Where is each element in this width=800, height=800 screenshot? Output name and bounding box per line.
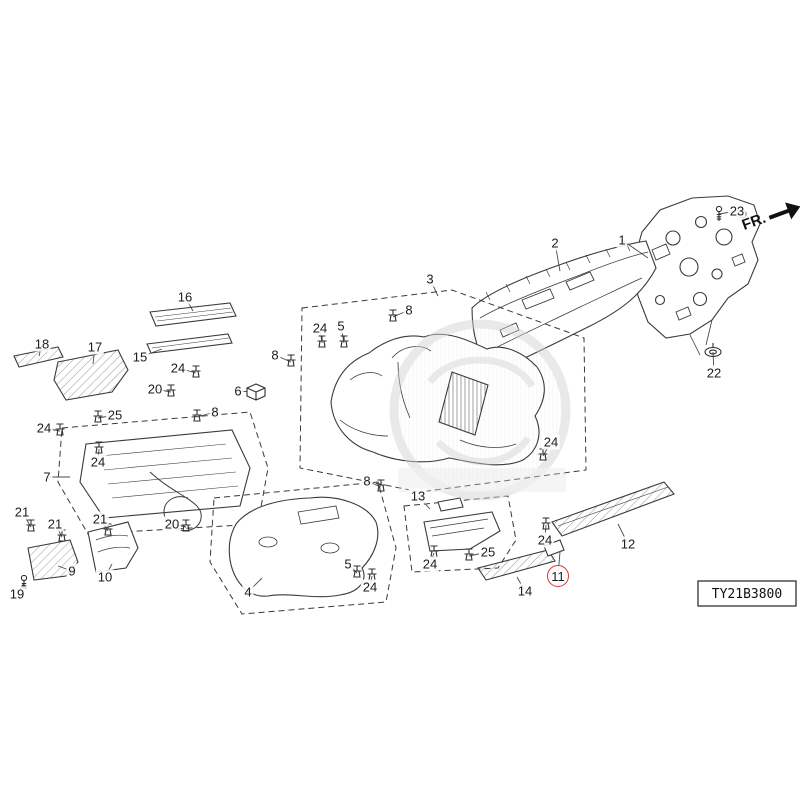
callout-24[interactable]: 24	[88, 454, 108, 470]
callout-3[interactable]: 3	[424, 271, 436, 287]
callout-11[interactable]: 11	[547, 565, 569, 587]
callout-15[interactable]: 15	[130, 349, 150, 365]
part-rear-carpet	[228, 496, 379, 598]
callout-4[interactable]: 4	[242, 584, 254, 600]
callout-24[interactable]: 24	[420, 556, 440, 572]
callout-24[interactable]: 24	[310, 320, 330, 336]
callout-5[interactable]: 5	[335, 318, 347, 334]
callout-13[interactable]: 13	[408, 488, 428, 504]
callout-6[interactable]: 6	[232, 383, 244, 399]
parts-layer	[13, 195, 761, 615]
watermark	[389, 319, 571, 501]
callout-19[interactable]: 19	[7, 586, 27, 602]
callout-21[interactable]: 21	[90, 511, 110, 527]
callout-12[interactable]: 12	[618, 536, 638, 552]
diagram-code: TY21B3800	[712, 587, 782, 602]
callout-10[interactable]: 10	[95, 569, 115, 585]
part-sill-garnish-12	[551, 481, 675, 537]
callout-25[interactable]: 25	[105, 407, 125, 423]
diagram-code-box: TY21B3800	[697, 580, 797, 607]
clip-icon	[285, 354, 297, 367]
callout-2[interactable]: 2	[549, 235, 561, 251]
part-sill-garnish-16	[149, 302, 237, 327]
clip-icon	[92, 410, 104, 423]
callout-16[interactable]: 16	[175, 289, 195, 305]
callout-24[interactable]: 24	[541, 434, 561, 450]
callout-20[interactable]: 20	[162, 516, 182, 532]
fr-arrow-icon	[768, 202, 800, 220]
group-box-rear-carpet	[209, 481, 397, 615]
callout-24[interactable]: 24	[34, 420, 54, 436]
part-sill-garnish-14	[477, 549, 556, 581]
cube-icon	[246, 383, 266, 401]
clip-icon	[338, 335, 350, 348]
callout-21[interactable]: 21	[12, 504, 32, 520]
callout-24[interactable]: 24	[535, 532, 555, 548]
part-step-garnish	[423, 497, 501, 552]
clip-icon	[165, 384, 177, 397]
part-sill-garnish-15	[146, 333, 233, 354]
callout-8[interactable]: 8	[361, 473, 373, 489]
callout-25[interactable]: 25	[478, 544, 498, 560]
part-garnish-10	[87, 521, 139, 573]
clip-icon	[190, 365, 202, 378]
callout-1[interactable]: 1	[616, 232, 628, 248]
callout-21[interactable]: 21	[45, 516, 65, 532]
callout-24[interactable]: 24	[168, 360, 188, 376]
callout-18[interactable]: 18	[32, 336, 52, 352]
callout-20[interactable]: 20	[145, 381, 165, 397]
callout-7[interactable]: 7	[41, 469, 53, 485]
clip-icon	[463, 548, 475, 561]
callout-23[interactable]: 23	[727, 203, 747, 219]
callout-17[interactable]: 17	[85, 339, 105, 355]
callout-8[interactable]: 8	[269, 347, 281, 363]
clip-icon	[316, 335, 328, 348]
clip-icon	[54, 423, 66, 436]
part-floor-mat-left	[79, 429, 251, 532]
group-box-front-carpet	[299, 289, 587, 493]
callout-8[interactable]: 8	[403, 302, 415, 318]
callout-5[interactable]: 5	[342, 556, 354, 572]
callout-24[interactable]: 24	[360, 579, 380, 595]
part-sill-bracket-11	[543, 539, 565, 557]
callout-9[interactable]: 9	[66, 563, 78, 579]
callout-22[interactable]: 22	[704, 365, 724, 381]
clip-icon	[387, 309, 399, 322]
callout-14[interactable]: 14	[515, 583, 535, 599]
clip-icon	[191, 409, 203, 422]
clip-icon	[180, 519, 192, 532]
group-box-step-garnish	[403, 495, 517, 573]
callout-8[interactable]: 8	[209, 404, 221, 420]
part-kick-garnish-17	[53, 349, 129, 401]
